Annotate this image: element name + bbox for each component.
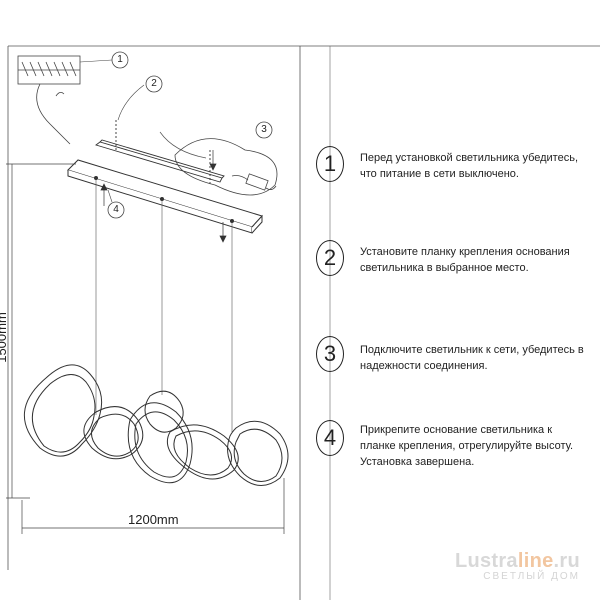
callout-4-circle bbox=[107, 201, 125, 219]
brand-name-part1: Lustra bbox=[454, 550, 518, 572]
brand-name-part3: .ru bbox=[553, 550, 580, 572]
step-4-number: 4 bbox=[316, 420, 344, 456]
wire-detail-outline bbox=[174, 138, 278, 196]
step-1-text: Перед установкой светильника убедитесь, … bbox=[360, 152, 579, 180]
motion-arrow bbox=[159, 131, 207, 159]
brand-watermark: Lustraline.ru СВЕТЛЫЙ ДОМ bbox=[455, 550, 580, 582]
step-2-text: Установите планку крепления основания св… bbox=[360, 246, 570, 274]
callout-1-label: 1 bbox=[117, 54, 123, 65]
step-2-number: 2 bbox=[316, 240, 344, 276]
canopy-base bbox=[67, 159, 263, 234]
width-dimension-label: 1200mm bbox=[128, 512, 179, 527]
step-3-text: Подключите светильник к сети, убедитесь … bbox=[360, 344, 584, 372]
suspension-cables bbox=[95, 180, 233, 432]
terminal-block-icon bbox=[17, 55, 81, 145]
step-1-number: 1 bbox=[316, 146, 344, 182]
callout-2-label: 2 bbox=[151, 78, 157, 89]
mounting-plate bbox=[95, 120, 225, 185]
callout-1-circle bbox=[111, 51, 129, 69]
callout-3-label: 3 bbox=[261, 124, 267, 135]
callout-3-circle bbox=[255, 121, 273, 139]
step-4-text: Прикрепите основание светильника к планк… bbox=[360, 424, 574, 468]
light-rings bbox=[24, 364, 289, 486]
callout-4-leader bbox=[107, 189, 113, 203]
height-dimension-label: 1500mm bbox=[0, 312, 9, 363]
callout-2-leader bbox=[117, 84, 145, 121]
callout-2-circle bbox=[145, 75, 163, 93]
width-dimension-line bbox=[21, 478, 285, 534]
height-dimension-line bbox=[6, 163, 76, 499]
brand-name: Lustraline.ru bbox=[455, 550, 580, 573]
wire-connector-icon bbox=[231, 173, 277, 191]
callout-1-leader bbox=[79, 59, 113, 63]
callout-4-label: 4 bbox=[113, 204, 119, 215]
step-3-number: 3 bbox=[316, 336, 344, 372]
screw-arrows bbox=[100, 150, 227, 243]
brand-tagline: СВЕТЛЫЙ ДОМ bbox=[483, 571, 580, 582]
brand-name-part2: line bbox=[517, 550, 554, 572]
